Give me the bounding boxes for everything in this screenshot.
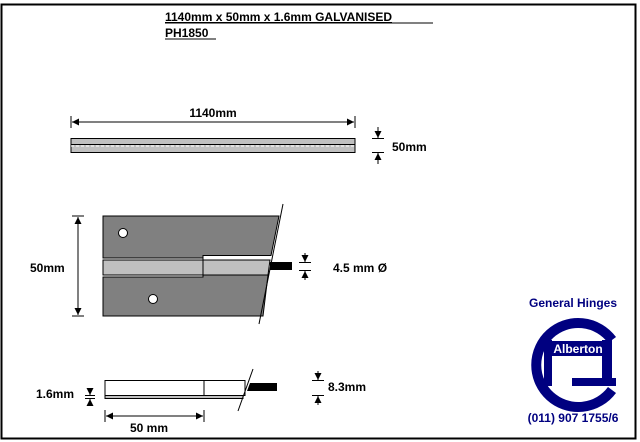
lower-leaf	[102, 274, 269, 317]
leaf-width-label: 50 mm	[130, 421, 168, 435]
screw-hole	[148, 294, 158, 304]
company-name: General Hinges	[529, 296, 617, 310]
drawing-frame	[0, 3, 637, 440]
upper-leaf	[102, 215, 280, 259]
front-view: 50mm 4.5 mm Ø	[30, 203, 387, 325]
company-logo: General Hinges Alberton (011) 907 1755/6	[528, 296, 619, 425]
company-phone: (011) 907 1755/6	[528, 411, 619, 425]
logo-location: Alberton	[553, 342, 602, 356]
title-block: 1140mm x 50mm x 1.6mm GALVANISED PH1850	[165, 10, 433, 40]
side-view: 8.3mm 1.6mm 50 mm	[36, 368, 366, 435]
thickness-label: 1.6mm	[36, 387, 74, 401]
width-label: 50mm	[392, 140, 427, 154]
screw-hole	[118, 228, 128, 238]
side-pin	[247, 383, 277, 391]
side-knuckle	[104, 380, 246, 396]
top-view: 1140mm 50mm	[70, 106, 427, 164]
pin-diameter-label: 4.5 mm Ø	[333, 261, 387, 275]
knuckle	[102, 259, 271, 276]
length-label: 1140mm	[189, 106, 236, 120]
title-spec: 1140mm x 50mm x 1.6mm GALVANISED	[165, 10, 392, 24]
knuckle-size-label: 8.3mm	[328, 380, 366, 394]
title-part-number: PH1850	[165, 26, 209, 40]
height-label: 50mm	[30, 261, 65, 275]
pin	[270, 262, 292, 270]
side-leaf	[104, 395, 244, 399]
